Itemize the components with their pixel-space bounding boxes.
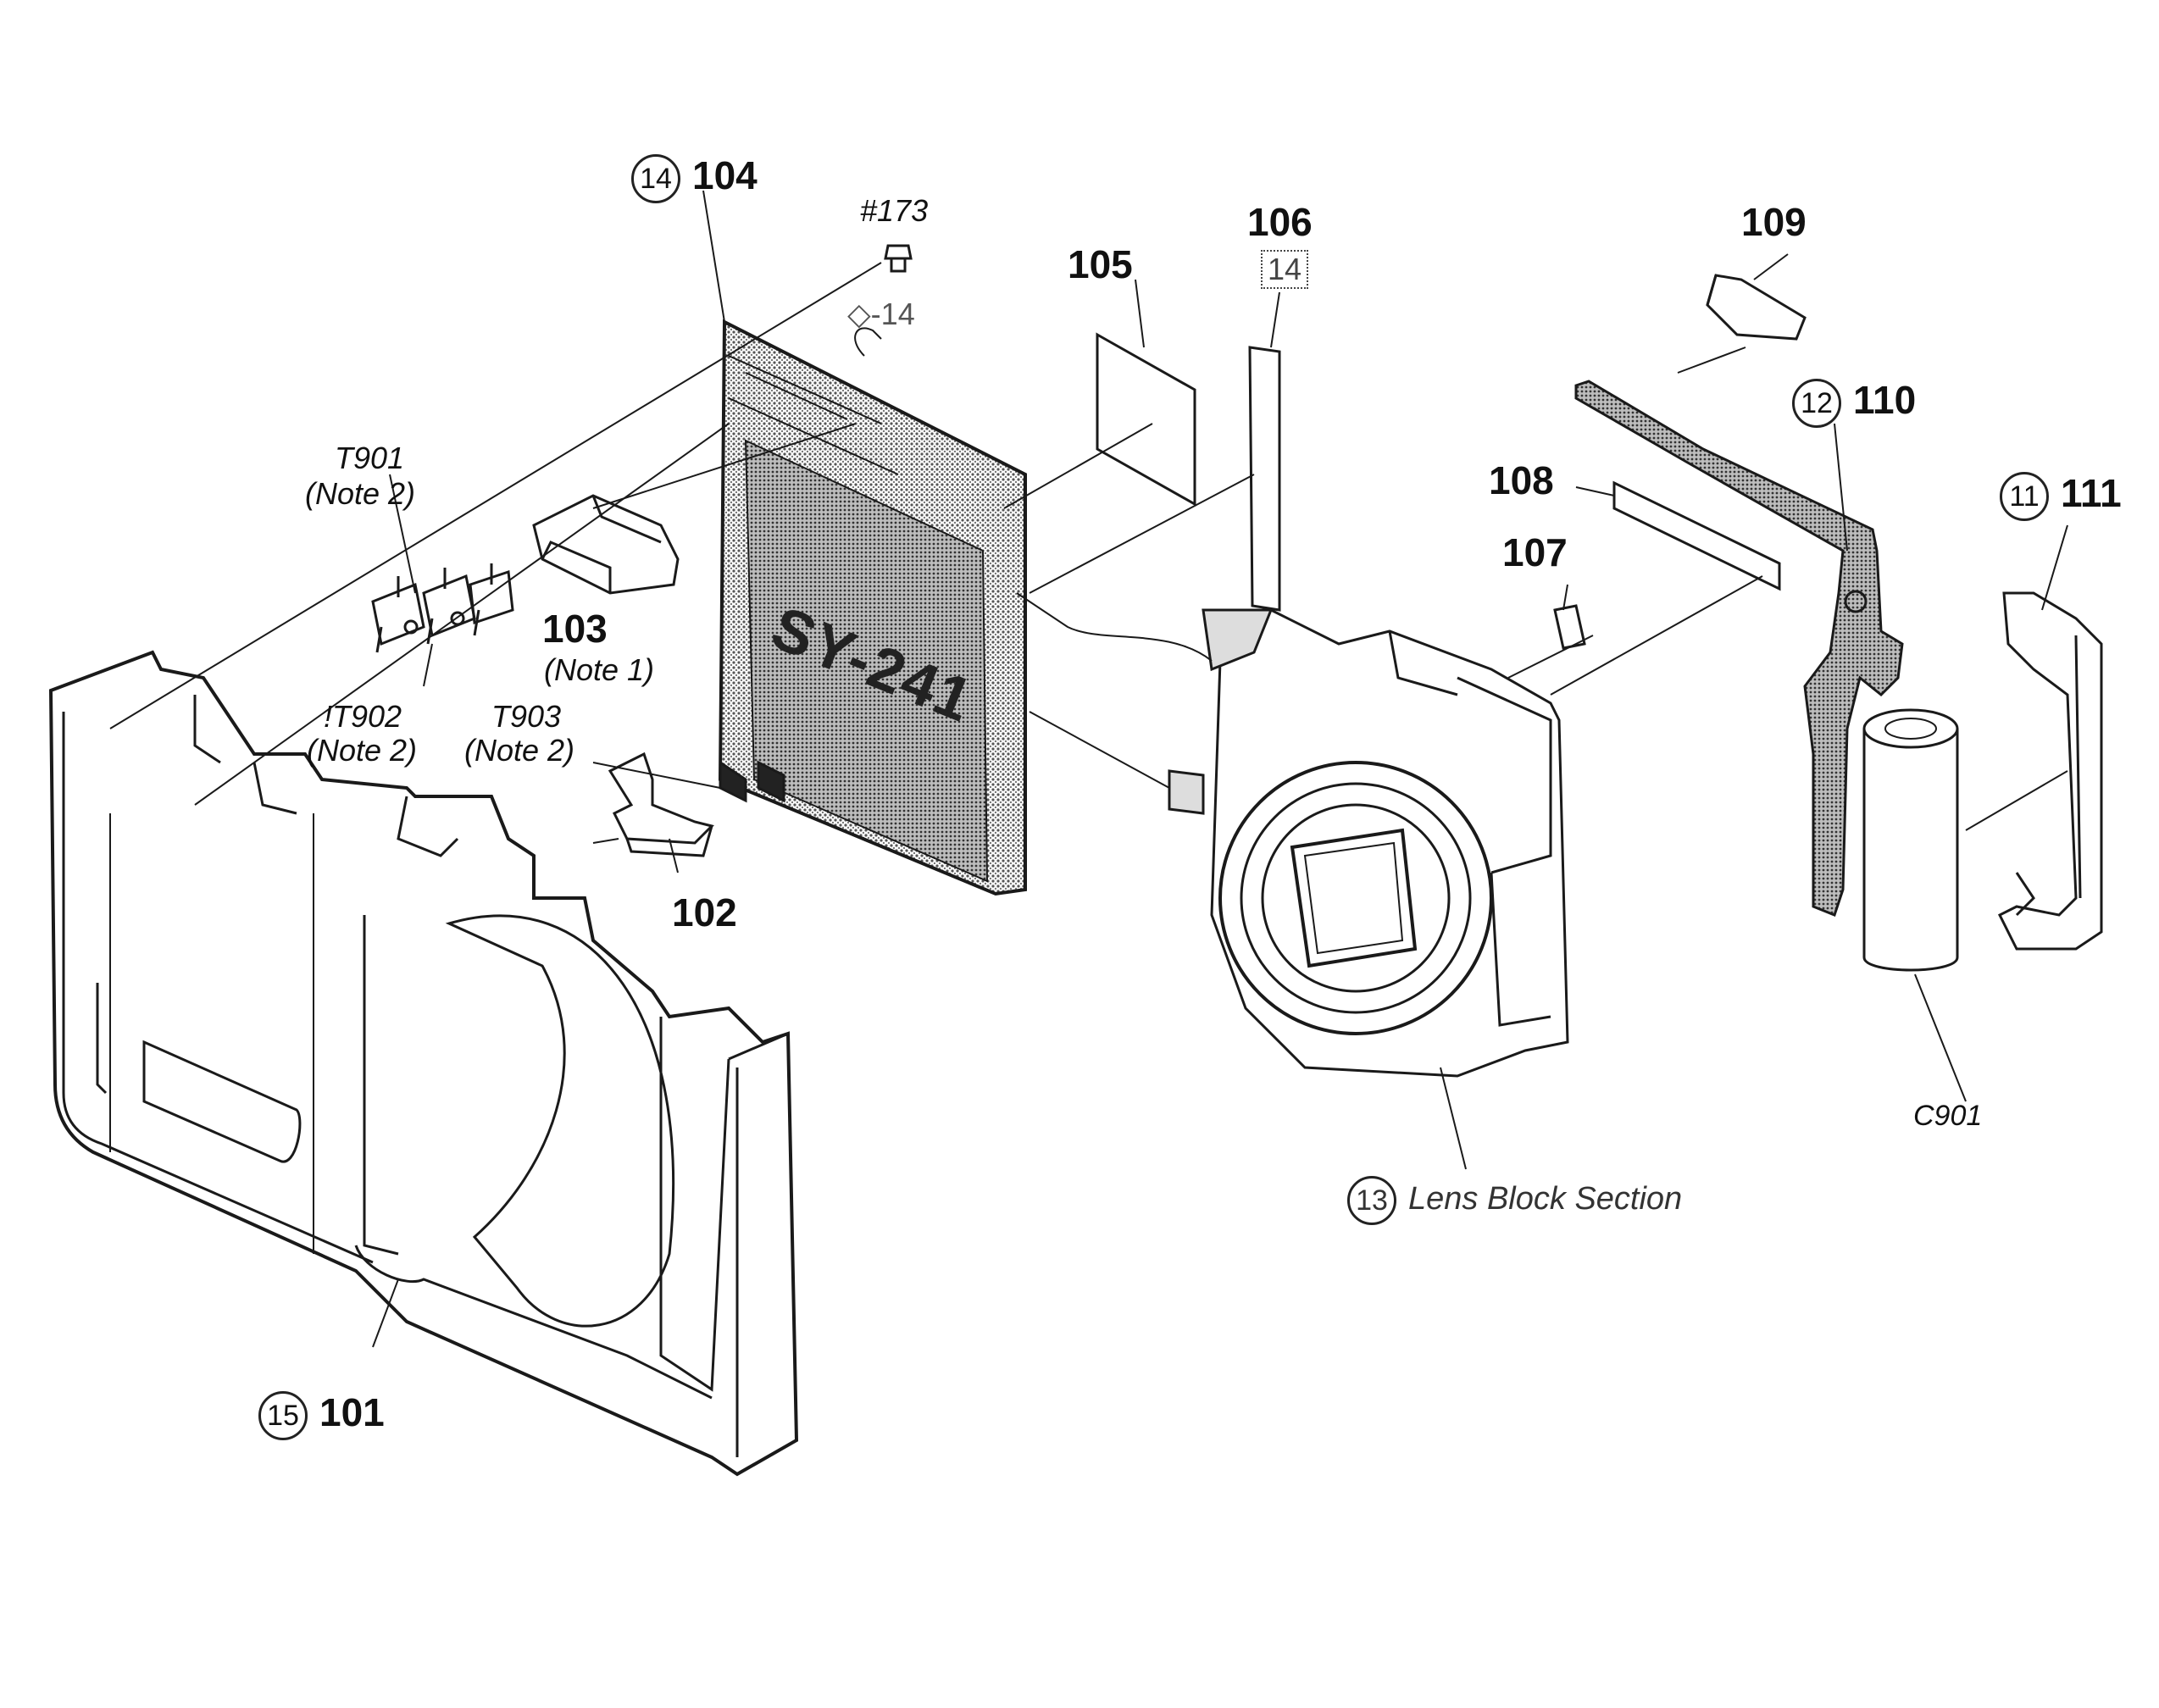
ref-circle-12: 12 — [1792, 378, 1841, 428]
label-103-note: (Note 1) — [544, 652, 655, 687]
label-t901-note: (Note 2) — [305, 476, 416, 511]
bracket-111 — [1997, 591, 2103, 951]
label-lens-block: 13 Lens Block Section — [1347, 1176, 1682, 1225]
strip-108 — [1612, 480, 1781, 591]
label-103: 103 — [542, 607, 608, 651]
bracket-102 — [608, 751, 714, 857]
label-c901: C901 — [1913, 1100, 1983, 1132]
part-number-111: 111 — [2061, 471, 2122, 515]
label-105: 105 — [1068, 242, 1133, 286]
label-107: 107 — [1502, 530, 1568, 574]
block-107 — [1553, 604, 1586, 650]
part-109 — [1706, 274, 1807, 341]
label-110: 12 110 — [1792, 377, 1916, 428]
label-t901: T901 — [335, 441, 405, 475]
capacitor-c901 — [1862, 708, 1959, 972]
label-108: 108 — [1489, 458, 1554, 502]
ref-circle-14: 14 — [631, 153, 680, 203]
label-screw-ref: ◇-14 — [847, 297, 915, 331]
main-board-104 — [718, 319, 1027, 896]
ref-circle-13: 13 — [1347, 1176, 1396, 1225]
label-t902-note: (Note 2) — [307, 733, 418, 768]
part-number-110: 110 — [1853, 378, 1917, 422]
label-104: 14 104 — [631, 152, 758, 203]
label-t903-note: (Note 2) — [464, 733, 575, 768]
label-leaders — [372, 190, 2068, 1348]
ref-circle-15: 15 — [258, 1390, 308, 1440]
terminals-t901-t903 — [371, 563, 514, 653]
lens-block-section-text: Lens Block Section — [1408, 1181, 1683, 1217]
part-103 — [532, 494, 680, 595]
assembly-lines — [109, 262, 2068, 1170]
part-number-101: 101 — [319, 1390, 385, 1434]
label-screw-173: #173 — [860, 193, 929, 228]
part-number-104: 104 — [692, 153, 758, 197]
label-t903: T903 — [491, 699, 562, 734]
lens-block-13 — [1168, 608, 1569, 1078]
ref-circle-11: 11 — [2000, 471, 2049, 521]
strip-106 — [1248, 346, 1281, 612]
sheet-105 — [1096, 332, 1196, 507]
bracket-110 — [1574, 380, 1904, 917]
label-102: 102 — [672, 890, 737, 934]
label-t902: !T902 — [324, 699, 402, 734]
front-cabinet-101 — [48, 650, 799, 1477]
label-109: 109 — [1741, 200, 1807, 244]
screw-173 — [884, 244, 913, 273]
ref-box-106: 14 — [1261, 250, 1309, 289]
label-106: 106 — [1247, 200, 1313, 244]
